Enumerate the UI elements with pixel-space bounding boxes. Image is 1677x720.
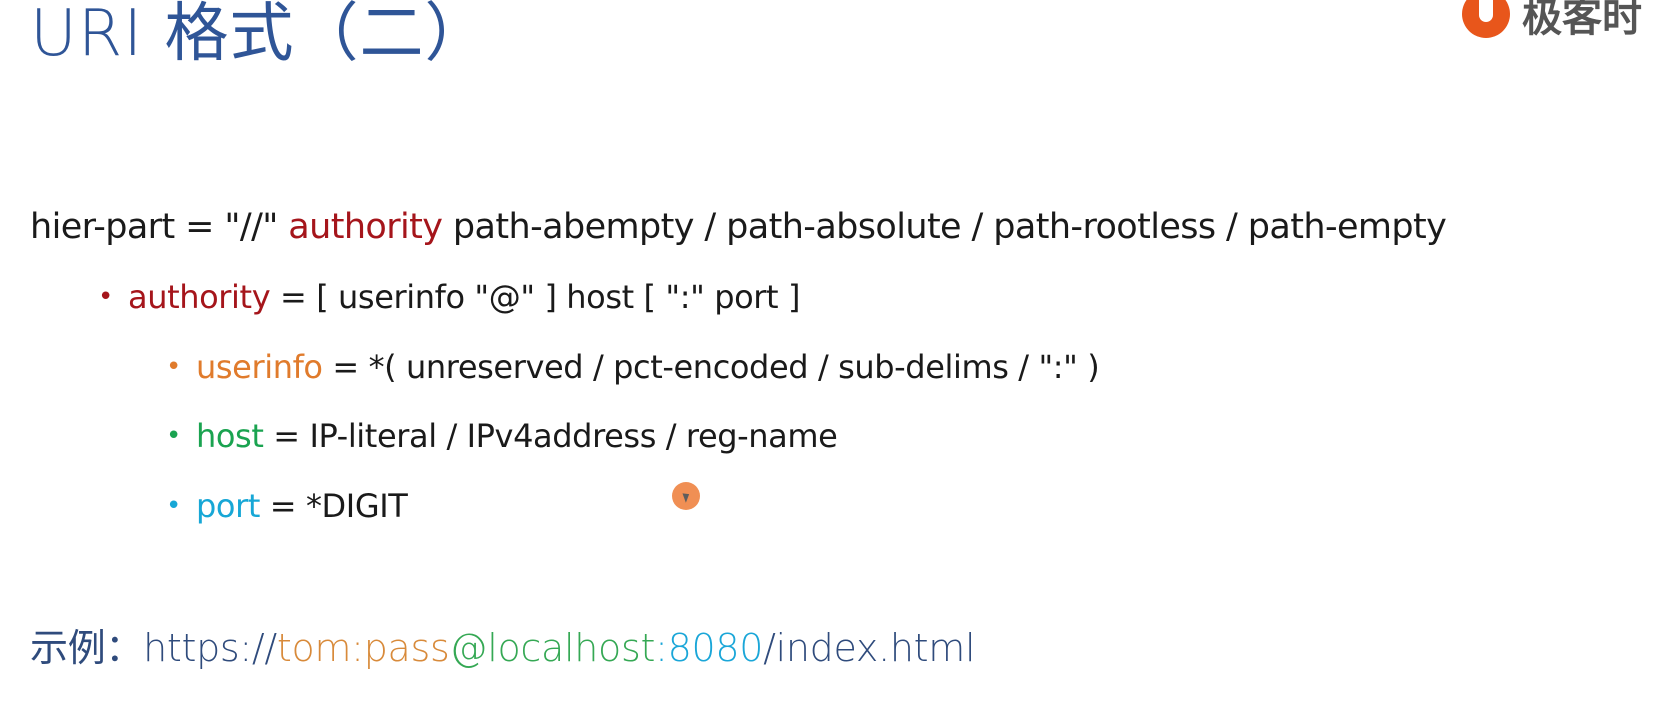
hier-part-rest: path-abempty / path-absolute / path-root…: [442, 207, 1447, 247]
authority-rule: • authority = [ userinfo "@" ] host [ ":"…: [98, 275, 800, 319]
host-definition: = IP-literal / IPv4address / reg-name: [263, 417, 838, 455]
example-host: localhost: [487, 626, 656, 670]
example-uri: 示例：https://tom:pass@localhost:8080/index…: [30, 622, 976, 674]
host-term: host: [196, 417, 264, 455]
pointer-cursor-icon: [672, 482, 700, 510]
userinfo-rule: • userinfo = *( unreserved / pct-encoded …: [166, 345, 1100, 389]
port-rule: • port = *DIGIT: [166, 484, 408, 528]
example-scheme: https://: [143, 626, 277, 670]
hier-part-authority-term: authority: [288, 207, 443, 247]
slide-title: URI 格式（二）: [30, 0, 490, 71]
authority-bullet: •: [98, 282, 113, 312]
port-definition: = *DIGIT: [260, 487, 408, 525]
example-at-sign: @: [449, 626, 488, 670]
authority-term: authority: [128, 278, 271, 316]
userinfo-bullet: •: [166, 352, 181, 382]
brand-logo: 极客时: [1462, 0, 1677, 41]
example-userinfo: tom:pass: [276, 626, 450, 670]
port-term: port: [196, 487, 260, 525]
example-colon: :: [655, 626, 668, 670]
port-bullet: •: [166, 491, 181, 521]
logo-icon: [1462, 0, 1510, 38]
userinfo-definition: = *( unreserved / pct-encoded / sub-deli…: [322, 348, 1100, 386]
userinfo-term: userinfo: [196, 348, 323, 386]
host-rule: • host = IP-literal / IPv4address / reg-n…: [166, 414, 838, 458]
hier-part-rule: hier-part = "//" authority path-abempty …: [30, 205, 1447, 249]
example-label: 示例：: [30, 626, 144, 670]
example-port: 8080: [667, 626, 764, 670]
host-bullet: •: [166, 421, 181, 451]
logo-text: 极客时: [1522, 0, 1642, 41]
example-path: /index.html: [763, 626, 976, 670]
authority-definition: = [ userinfo "@" ] host [ ":" port ]: [270, 278, 801, 316]
hier-part-prefix: hier-part = "//": [30, 207, 289, 247]
